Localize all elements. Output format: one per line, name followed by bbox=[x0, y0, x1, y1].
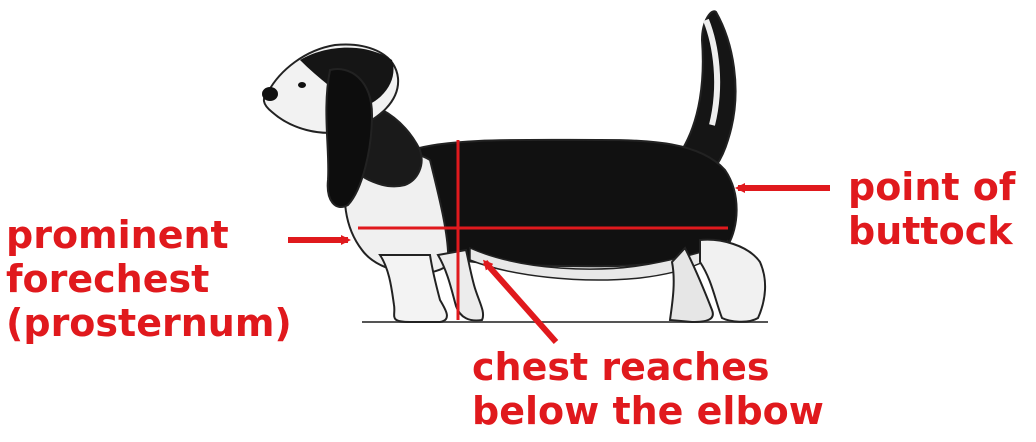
dog-body bbox=[412, 140, 737, 266]
buttock-label-line-1: point of bbox=[848, 165, 1015, 209]
forechest-label-line-1: prominent bbox=[6, 213, 292, 257]
elbow-label-line-1: chest reaches bbox=[472, 345, 824, 389]
dog-eye bbox=[298, 82, 306, 88]
forechest-label: prominent forechest (prosternum) bbox=[6, 213, 292, 345]
forechest-label-line-3: (prosternum) bbox=[6, 301, 292, 345]
forechest-label-line-2: forechest bbox=[6, 257, 292, 301]
dog-nose bbox=[262, 87, 278, 101]
elbow-label: chest reaches below the elbow bbox=[472, 345, 824, 433]
buttock-label-line-2: buttock bbox=[848, 209, 1015, 253]
buttock-label: point of buttock bbox=[848, 165, 1015, 253]
basset-hound-illustration bbox=[262, 11, 765, 322]
elbow-label-line-2: below the elbow bbox=[472, 389, 824, 433]
